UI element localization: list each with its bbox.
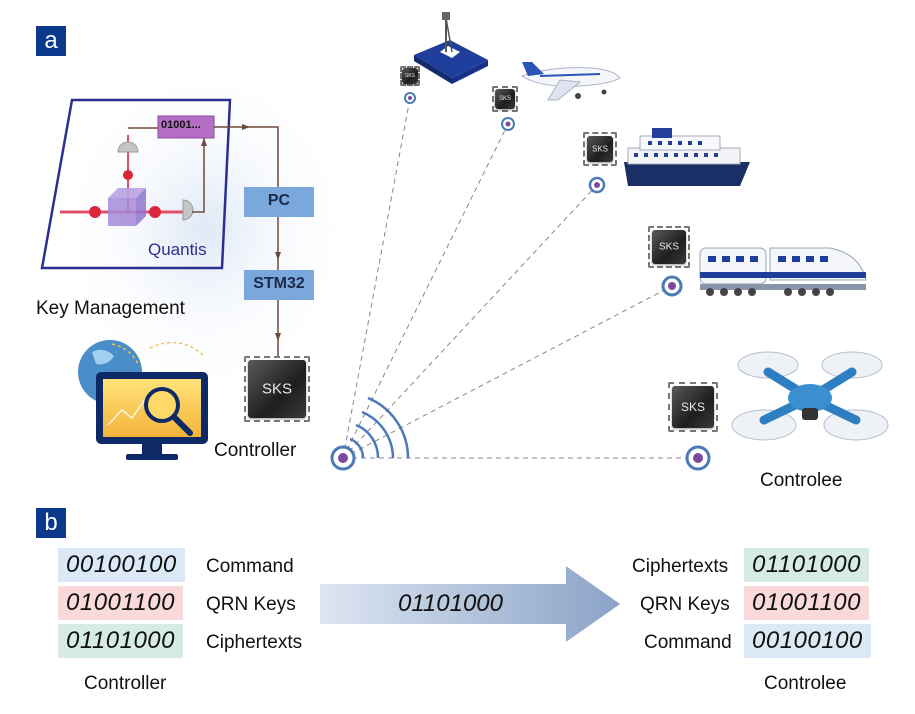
monitor-icon [78,340,208,460]
ship-sks-chip: SKS [583,132,617,166]
panel-b-tag: b [36,508,66,538]
controller-qrn-bits: 01001100 [58,586,183,620]
sks-label: SKS [680,400,705,414]
controller-qrn-label: QRN Keys [206,594,296,615]
sks-label: SKS [261,380,292,398]
oil-platform-sks-chip: SKS [400,66,420,86]
pc-box-label: PC [267,192,291,209]
processing-chain [244,187,314,358]
controller-sks-chip: SKS [244,356,310,422]
sks-label: SKS [591,144,608,154]
controlee-label: Controlee [760,470,843,491]
transmission-arrow [320,566,620,642]
key-management-label: Key Management [36,298,185,319]
controlee-qrn-label: QRN Keys [640,594,730,615]
quantis-label: Quantis [148,240,207,259]
quantis-device [40,98,279,270]
controller-label: Controller [214,440,297,461]
link-nodes [330,92,711,471]
controlee-ciphertext-label: Ciphertexts [632,556,729,577]
random-bits-label: 01001... [161,119,201,131]
controller-command-label: Command [206,556,294,577]
sks-label: SKS [498,96,511,102]
sks-label: SKS [658,241,679,253]
panel-a-tag: a [36,26,66,56]
airplane-icon [520,62,621,101]
airplane-sks-chip: SKS [492,86,518,112]
ship-icon [624,128,750,186]
train-sks-chip: SKS [648,226,690,268]
controlee-command-bits: 00100100 [744,624,871,658]
train-icon [699,247,867,296]
controlee-command-label: Command [644,632,732,653]
signal-arcs [349,396,410,459]
links [342,97,698,459]
panel-b-controller-label: Controller [84,673,167,694]
transmitted-bits: 01101000 [398,590,503,617]
controller-ciphertext-bits: 01101000 [58,624,183,658]
controlee-ciphertext-bits: 01101000 [744,548,869,582]
drone-icon [731,351,889,441]
panel-b-controlee-label: Controlee [764,673,847,694]
panel-a-diagram [40,12,889,471]
controlee-qrn-bits: 01001100 [744,586,869,620]
sks-label: SKS [404,73,415,79]
controller-command-bits: 00100100 [58,548,185,582]
drone-sks-chip: SKS [668,382,718,432]
stm32-box-label: STM32 [253,275,305,292]
controller-ciphertext-label: Ciphertexts [206,632,303,653]
oil-platform-icon [414,12,488,84]
